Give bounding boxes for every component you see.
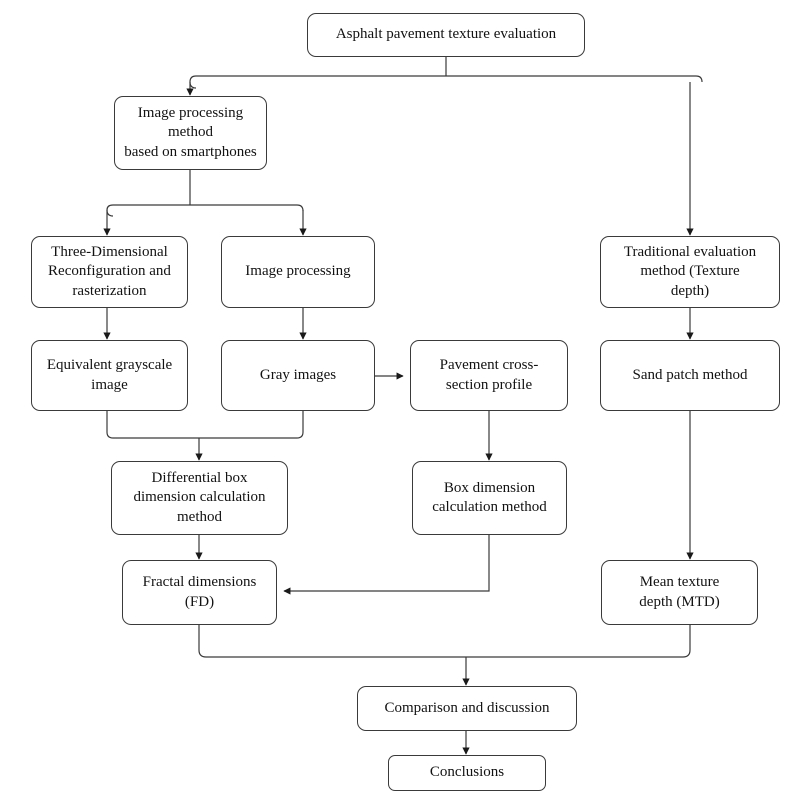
node-differential-box-dimension-calculation-method[interactable]: Differential box dimension calculation m… bbox=[111, 461, 288, 535]
node-comparison-and-discussion[interactable]: Comparison and discussion bbox=[357, 686, 577, 731]
edge-merge-bus-comparison bbox=[198, 649, 691, 658]
node-fractal-dimensions[interactable]: Fractal dimensions (FD) bbox=[122, 560, 277, 625]
node-conclusions[interactable]: Conclusions bbox=[388, 755, 546, 791]
node-equivalent-grayscale-image[interactable]: Equivalent grayscale image bbox=[31, 340, 188, 411]
node-gray-images[interactable]: Gray images bbox=[221, 340, 375, 411]
node-image-processing[interactable]: Image processing bbox=[221, 236, 375, 308]
edge-ipm-bus bbox=[106, 204, 304, 217]
node-three-dimensional-reconfiguration[interactable]: Three-Dimensional Reconfiguration and ra… bbox=[31, 236, 188, 308]
node-pavement-cross-section-profile[interactable]: Pavement cross- section profile bbox=[410, 340, 568, 411]
node-traditional-evaluation-method[interactable]: Traditional evaluation method (Texture d… bbox=[600, 236, 780, 308]
node-image-processing-method[interactable]: Image processing method based on smartph… bbox=[114, 96, 267, 170]
edge-box-dimension-to-fractal bbox=[283, 535, 490, 595]
node-sand-patch-method[interactable]: Sand patch method bbox=[600, 340, 780, 411]
edge-merge-bus-differential bbox=[106, 431, 304, 439]
node-mean-texture-depth[interactable]: Mean texture depth (MTD) bbox=[601, 560, 758, 625]
node-asphalt-pavement-texture-evaluation[interactable]: Asphalt pavement texture evaluation bbox=[307, 13, 585, 57]
node-box-dimension-calculation-method[interactable]: Box dimension calculation method bbox=[412, 461, 567, 535]
edge-split-bus bbox=[189, 75, 703, 89]
